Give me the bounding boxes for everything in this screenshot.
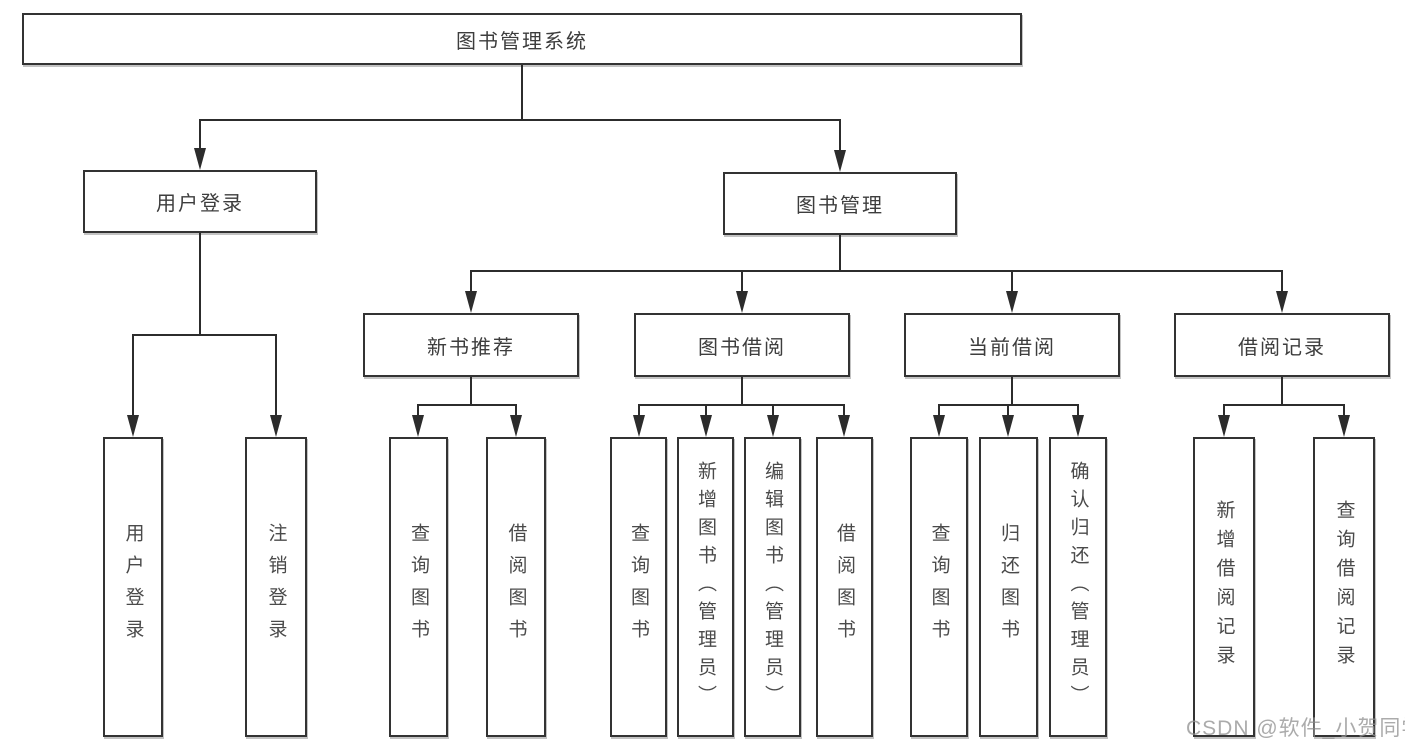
leaf-confirm-return-admin: 确认归还（管理员） — [1049, 437, 1107, 737]
leaf-logout: 注销登录 — [245, 437, 307, 737]
leaf-query-books-recommend: 查询图书 — [389, 437, 448, 737]
node-user-login-label: 用户登录 — [156, 193, 244, 215]
leaf-add-borrow-record: 新增借阅记录 — [1193, 437, 1255, 737]
leaf-return-books-label: 归还图书 — [998, 523, 1019, 651]
leaf-query-books-borrowing: 查询图书 — [610, 437, 667, 737]
leaf-query-books-borrowing-label: 查询图书 — [628, 523, 649, 651]
leaf-logout-label: 注销登录 — [265, 523, 287, 651]
leaf-confirm-return-admin-label: 确认归还（管理员） — [1067, 461, 1089, 713]
node-library-management-system-label: 图书管理系统 — [456, 30, 588, 53]
node-new-book-recommendation-label: 新书推荐 — [427, 336, 515, 359]
leaf-query-books-recommend-label: 查询图书 — [408, 523, 429, 651]
node-user-login: 用户登录 — [83, 170, 317, 233]
leaf-borrow-books-borrowing-label: 借阅图书 — [834, 523, 855, 651]
node-current-borrowing: 当前借阅 — [904, 313, 1120, 377]
leaf-query-books-current: 查询图书 — [910, 437, 968, 737]
leaf-borrow-books-recommend-label: 借阅图书 — [505, 523, 527, 651]
node-library-management-system: 图书管理系统 — [22, 13, 1022, 65]
node-book-borrowing-label: 图书借阅 — [698, 336, 786, 359]
node-book-borrowing: 图书借阅 — [634, 313, 850, 377]
leaf-user-login-label: 用户登录 — [122, 523, 144, 651]
leaf-add-borrow-record-label: 新增借阅记录 — [1213, 500, 1235, 674]
leaf-edit-book-admin-label: 编辑图书（管理员） — [762, 461, 783, 713]
leaf-user-login: 用户登录 — [103, 437, 163, 737]
node-current-borrowing-label: 当前借阅 — [968, 336, 1056, 359]
leaf-return-books: 归还图书 — [979, 437, 1038, 737]
leaf-query-borrow-record-label: 查询借阅记录 — [1333, 500, 1355, 674]
node-new-book-recommendation: 新书推荐 — [363, 313, 579, 377]
node-borrowing-records-label: 借阅记录 — [1238, 336, 1326, 359]
leaf-borrow-books-recommend: 借阅图书 — [486, 437, 546, 737]
leaf-add-book-admin-label: 新增图书（管理员） — [695, 461, 716, 713]
node-book-management: 图书管理 — [723, 172, 957, 235]
leaf-edit-book-admin: 编辑图书（管理员） — [744, 437, 801, 737]
csdn-watermark: CSDN @软件_小贺同学 — [1186, 717, 1405, 740]
node-book-management-label: 图书管理 — [796, 195, 884, 217]
leaf-query-borrow-record: 查询借阅记录 — [1313, 437, 1375, 737]
node-borrowing-records: 借阅记录 — [1174, 313, 1390, 377]
leaf-query-books-current-label: 查询图书 — [928, 523, 950, 651]
leaf-add-book-admin: 新增图书（管理员） — [677, 437, 734, 737]
leaf-borrow-books-borrowing: 借阅图书 — [816, 437, 873, 737]
